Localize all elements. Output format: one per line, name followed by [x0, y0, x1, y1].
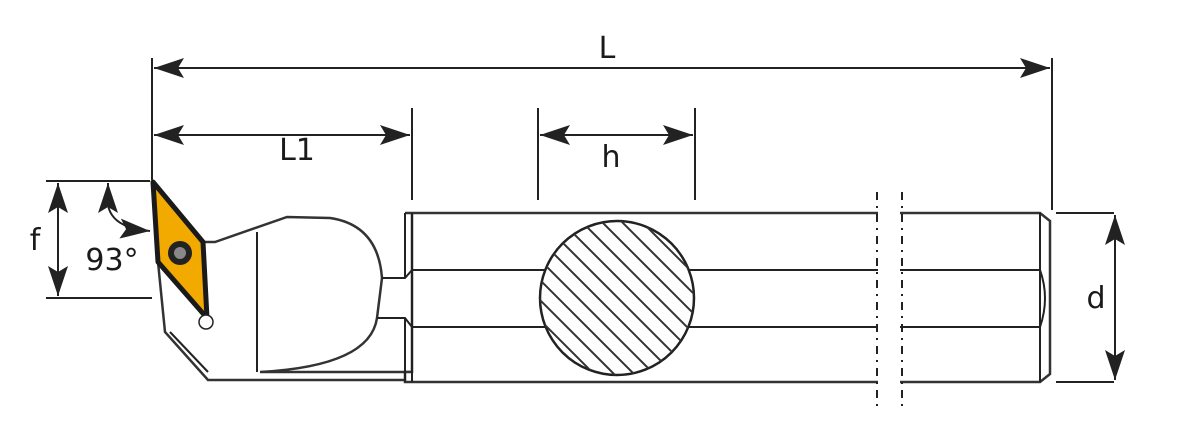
dimension-L1: L1: [154, 125, 410, 168]
break-lines: [876, 192, 903, 412]
label-h: h: [601, 140, 620, 175]
label-f: f: [30, 223, 42, 258]
dimension-f: f: [30, 183, 68, 296]
label-d: d: [1086, 281, 1105, 316]
tool-head: [156, 215, 414, 382]
dimension-d: d: [1086, 215, 1125, 380]
label-angle: 93°: [85, 243, 138, 278]
dimension-h: h: [540, 125, 693, 175]
dimension-angle: 93°: [85, 183, 151, 278]
extension-lines: [46, 58, 1114, 383]
label-L1: L1: [279, 133, 315, 168]
insert: [150, 179, 214, 330]
label-L: L: [599, 31, 616, 66]
dimension-L: L: [154, 31, 1050, 78]
tool-shank: [403, 211, 1052, 384]
